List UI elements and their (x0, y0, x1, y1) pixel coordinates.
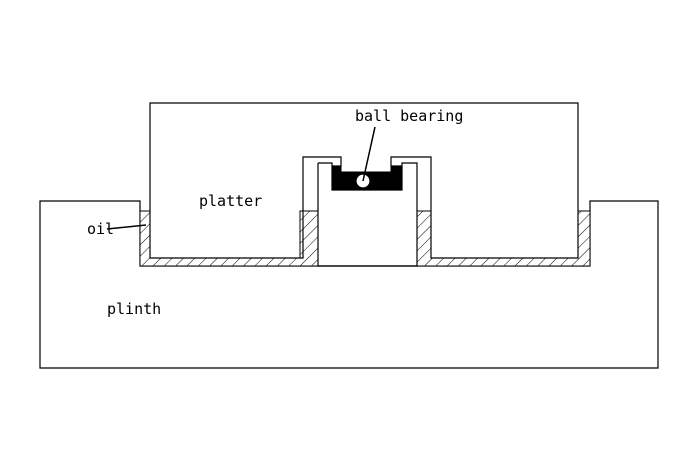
label-platter: platter (199, 192, 262, 210)
label-oil: oil (87, 220, 114, 238)
oil-leader (106, 224, 147, 230)
label-plinth: plinth (107, 300, 161, 318)
ball-bearing-leader (362, 126, 376, 182)
label-ball-bearing: ball bearing (355, 107, 463, 125)
spindle (317, 162, 418, 267)
